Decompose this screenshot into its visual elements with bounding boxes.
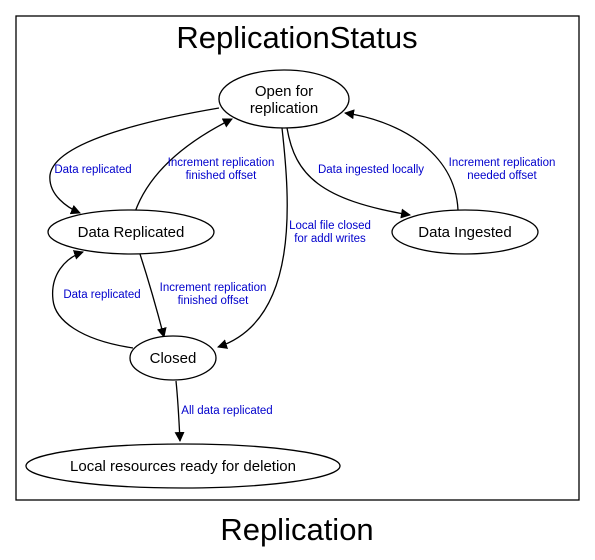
edge-ingested-to-open [344,109,459,211]
node-data-replicated-label: Data Replicated [78,224,185,241]
edge-label-closed-to-replicated: Data replicated [63,289,140,301]
edge-open-to-replicated [49,107,220,215]
edge-label-ingested-to-open-1: Increment replication [449,157,556,169]
edge-label-closed-to-ready: All data replicated [181,405,272,417]
edge-label-replicated-to-closed-2: finished offset [178,295,250,307]
edge-label-replicated-to-closed-1: Increment replication [160,282,267,294]
node-open-line1: Open for [255,83,313,100]
edge-label-ingested-to-open-2: needed offset [467,170,537,182]
edge-label-open-to-replicated: Data replicated [54,164,131,176]
edge-label-open-to-closed-2: for addl writes [294,233,366,245]
node-data-ingested-label: Data Ingested [418,224,511,241]
node-local-resources-ready: Local resources ready for deletion [25,443,341,489]
edge-label-replicated-to-open-1: Increment replication [168,157,275,169]
node-ready-label: Local resources ready for deletion [70,458,296,475]
node-open-for-replication: Open for replication [218,69,350,129]
edge-label-open-to-closed-1: Local file closed [289,220,371,232]
edge-closed-to-replicated [51,250,134,349]
node-open-line2: replication [250,100,318,117]
node-data-ingested: Data Ingested [391,209,539,255]
edge-label-open-to-ingested: Data ingested locally [318,164,424,176]
cluster-title: ReplicationStatus [176,20,417,55]
edge-replicated-to-closed [139,253,167,338]
cluster-frame [15,15,580,501]
edge-open-to-closed [217,127,288,349]
edge-label-replicated-to-open-2: finished offset [186,170,258,182]
diagram-caption: Replication [220,512,373,547]
node-closed: Closed [129,335,217,381]
node-closed-label: Closed [150,350,197,367]
node-data-replicated: Data Replicated [47,209,215,255]
edge-open-to-ingested [286,127,411,219]
edge-replicated-to-open [134,118,233,213]
edge-closed-to-ready [174,380,185,442]
